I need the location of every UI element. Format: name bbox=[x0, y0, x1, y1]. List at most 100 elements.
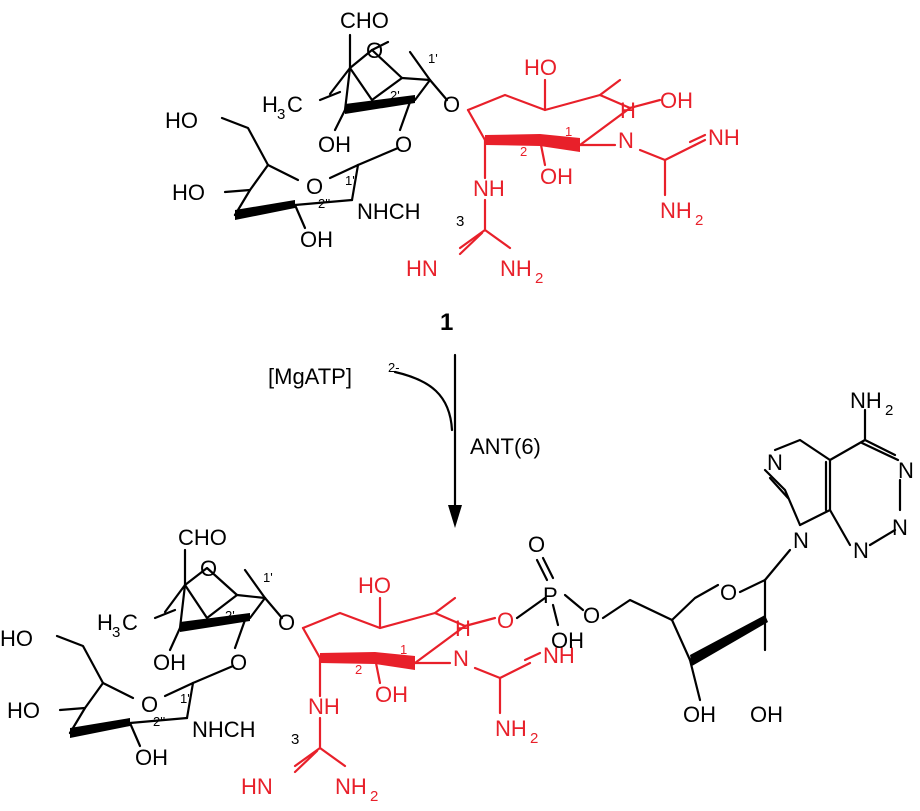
svg-text:NH: NH bbox=[335, 774, 367, 799]
hydroxyl-label: OH bbox=[135, 745, 168, 770]
svg-text:2-: 2- bbox=[388, 360, 400, 375]
svg-text:3: 3 bbox=[112, 624, 120, 641]
ribose-ring bbox=[601, 548, 792, 702]
guanidine-bottom bbox=[293, 716, 347, 774]
imine-label: HN bbox=[406, 256, 438, 281]
imine-label: NH bbox=[708, 125, 740, 150]
nitrogen-label: N bbox=[853, 538, 869, 563]
position-1-label: 1 bbox=[565, 124, 572, 139]
streptose-ring bbox=[153, 548, 284, 652]
hydroxyl-label: OH bbox=[375, 682, 408, 707]
adenine-ring bbox=[763, 408, 902, 547]
methyl-label: H 3 C bbox=[262, 92, 303, 123]
nitrogen-label: N bbox=[892, 515, 908, 540]
amine-n-label: N bbox=[453, 646, 469, 671]
imine-label: HN bbox=[241, 774, 273, 799]
guanidine-bottom bbox=[458, 198, 512, 256]
methyl-label: H 3 C bbox=[97, 610, 138, 641]
phosphate-group bbox=[515, 556, 585, 627]
phosphorus-label: P bbox=[543, 583, 558, 608]
nitrogen-label: N bbox=[767, 450, 783, 475]
glycosidic-oxygen-label: O bbox=[395, 132, 412, 157]
svg-text:[MgATP]: [MgATP] bbox=[268, 364, 352, 389]
hydroxymethyl-label: HO bbox=[165, 108, 198, 133]
streptomycin-molecule: CHO O 1' 2' H 3 C OH O O HO O 1'' 2'' HO bbox=[165, 8, 740, 287]
hydroxyl-label: HO bbox=[7, 698, 40, 723]
svg-text:3: 3 bbox=[277, 106, 285, 123]
svg-text:NHCH: NHCH bbox=[357, 199, 421, 224]
svg-text:H: H bbox=[97, 610, 113, 635]
svg-text:3: 3 bbox=[456, 213, 464, 230]
reagent-label: [MgATP] 2- bbox=[268, 360, 400, 389]
position-2-label: 2 bbox=[520, 144, 527, 159]
glucosamine-ring bbox=[220, 116, 400, 230]
nitrogen-label: N bbox=[898, 458, 914, 483]
phosphoryl-oxygen-label: O bbox=[528, 532, 545, 557]
svg-text:NH: NH bbox=[500, 256, 532, 281]
reaction-arrow bbox=[393, 353, 462, 528]
ring-oxygen-label: O bbox=[306, 174, 323, 199]
adenylated-streptomycin-molecule: CHO O 1' 2' H 3 C OH O O HO O 1'' 2'' HO bbox=[0, 388, 914, 805]
amino-label: NH 2 bbox=[500, 256, 543, 287]
svg-text:2: 2 bbox=[885, 402, 893, 419]
glycosidic-oxygen-label: O bbox=[278, 610, 295, 635]
hydroxymethyl-label: HO bbox=[0, 626, 33, 651]
imine-label: NH bbox=[543, 643, 575, 668]
position-1doubleprime-label: 1'' bbox=[345, 173, 357, 188]
glycosidic-oxygen-label: O bbox=[443, 92, 460, 117]
hydroxyl-label: OH bbox=[660, 88, 693, 113]
position-1doubleprime-label: 1'' bbox=[180, 691, 192, 706]
ring-oxygen-label: O bbox=[366, 38, 383, 63]
hydroxyl-label: HO bbox=[524, 55, 557, 80]
position-2doubleprime-label: 2'' bbox=[153, 714, 165, 729]
methylamino-label: NHCH 3 bbox=[357, 199, 464, 230]
amino-label: NH 2 bbox=[850, 388, 893, 419]
amine-h-label: H bbox=[620, 98, 636, 123]
amine-n-label: N bbox=[618, 128, 634, 153]
phosphate-ester-oxygen-label: O bbox=[497, 608, 514, 633]
svg-text:2: 2 bbox=[530, 730, 538, 747]
streptose-ring bbox=[318, 33, 449, 132]
hydroxyl-label: OH bbox=[540, 164, 573, 189]
svg-text:NH: NH bbox=[850, 388, 882, 413]
hydroxyl-label: OH bbox=[318, 132, 351, 157]
phosphate-hydroxyl-label: OH bbox=[551, 628, 584, 653]
amino-label: NH 2 bbox=[335, 774, 378, 805]
cho-label: CHO bbox=[178, 525, 227, 550]
position-1-label: 1 bbox=[400, 642, 407, 657]
guanidine-right bbox=[473, 651, 542, 715]
svg-text:NHCH: NHCH bbox=[192, 717, 256, 742]
glucosamine-ring bbox=[55, 634, 235, 748]
svg-text:NH: NH bbox=[660, 198, 692, 223]
methylamino-label: NHCH 3 bbox=[192, 717, 299, 748]
amino-label: NH 2 bbox=[660, 198, 703, 229]
svg-text:C: C bbox=[122, 610, 138, 635]
hydroxyl-label: OH bbox=[300, 227, 333, 252]
svg-text:2: 2 bbox=[695, 212, 703, 229]
cho-label: CHO bbox=[340, 8, 389, 33]
position-2prime-label: 2' bbox=[390, 88, 400, 103]
svg-text:2: 2 bbox=[370, 788, 378, 805]
streptidine-ring bbox=[466, 78, 662, 180]
hydroxyl-label: OH bbox=[750, 702, 783, 727]
amine-label: NH bbox=[473, 176, 505, 201]
guanidine-right bbox=[638, 133, 707, 197]
position-1prime-label: 1' bbox=[428, 51, 438, 66]
compound-number: 1 bbox=[440, 309, 453, 336]
svg-text:2: 2 bbox=[535, 270, 543, 287]
ribose-oxygen-label: O bbox=[720, 580, 737, 605]
hydroxyl-label: OH bbox=[153, 650, 186, 675]
ring-oxygen-label: O bbox=[200, 556, 217, 581]
glycosidic-oxygen-label: O bbox=[230, 650, 247, 675]
svg-text:3: 3 bbox=[291, 731, 299, 748]
ring-oxygen-label: O bbox=[141, 692, 158, 717]
nitrogen-label: N bbox=[793, 528, 809, 553]
svg-text:H: H bbox=[262, 92, 278, 117]
phosphate-oxygen-label: O bbox=[583, 603, 600, 628]
streptidine-ring bbox=[301, 596, 497, 698]
hydroxyl-label: HO bbox=[358, 573, 391, 598]
amine-h-label: H bbox=[455, 616, 471, 641]
amine-label: NH bbox=[308, 694, 340, 719]
amino-label: NH 2 bbox=[495, 716, 538, 747]
